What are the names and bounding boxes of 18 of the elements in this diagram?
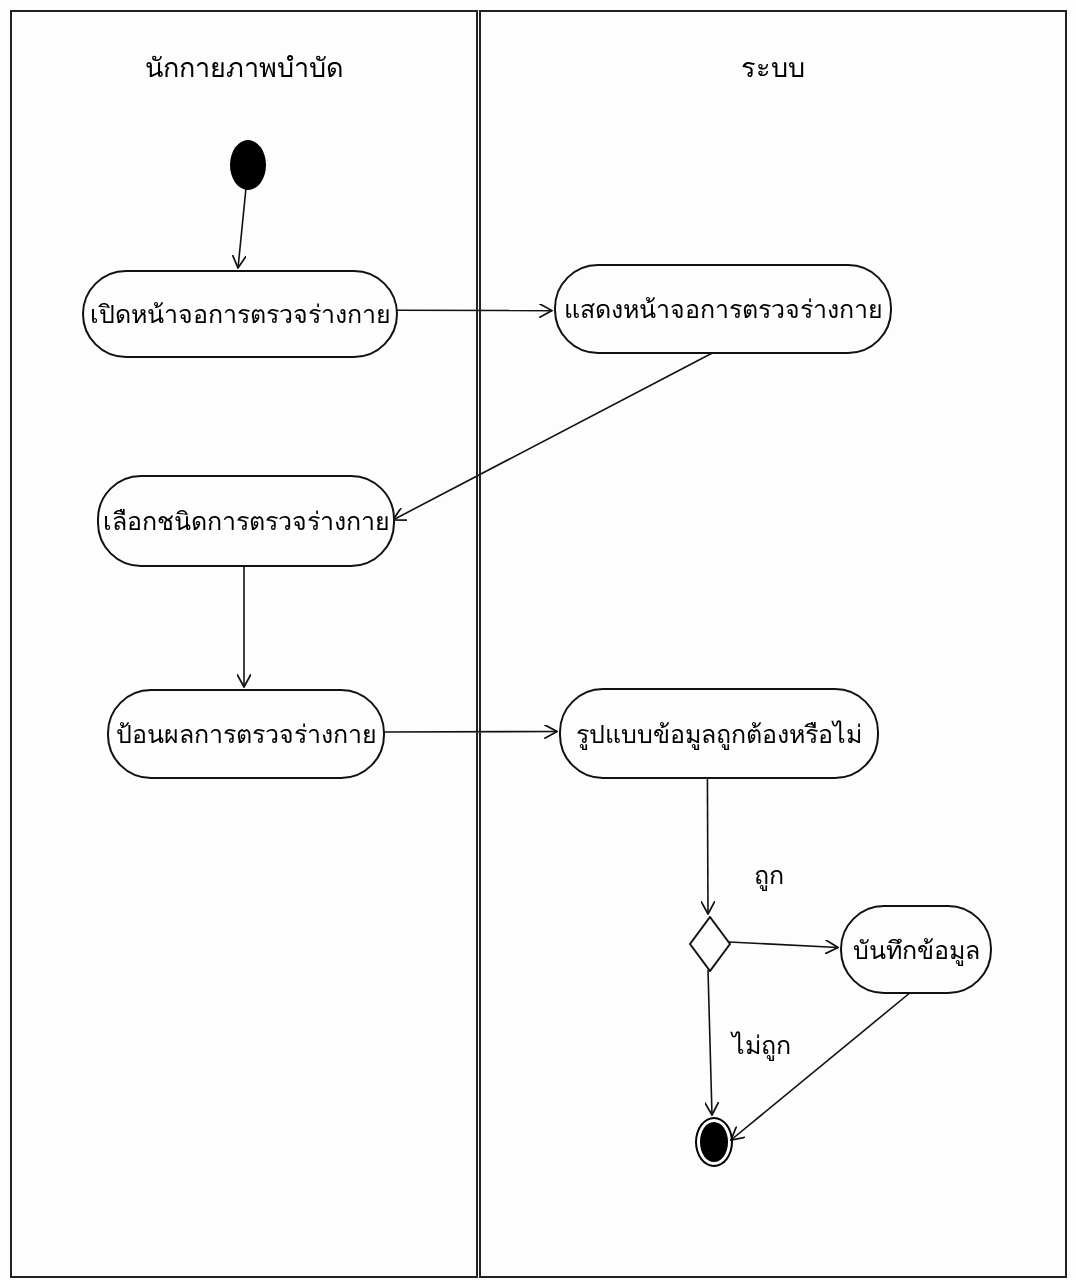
activity-box: เลือกชนิดการตรวจร่างกาย	[97, 475, 395, 567]
lane-heading: นักกายภาพบำบัด	[143, 51, 345, 85]
decision-diamond	[689, 916, 731, 972]
arrow	[236, 564, 252, 688]
arrow	[703, 969, 720, 1116]
end-node	[695, 1117, 733, 1167]
swimlane	[479, 10, 1067, 1278]
activity-box: ป้อนผลการตรวจร่างกาย	[107, 689, 385, 779]
activity-box: รูปแบบข้อมูลถูกต้องหรือไม่	[559, 688, 879, 779]
activity-box: แสดงหน้าจอการตรวจร่างกาย	[554, 264, 892, 354]
swimlane	[10, 10, 478, 1278]
arrow	[728, 939, 839, 955]
arrow	[700, 776, 716, 915]
activity-box: เปิดหน้าจอการตรวจร่างกาย	[82, 270, 398, 358]
activity-box: บันทึกข้อมูล	[840, 905, 992, 994]
start-node	[230, 140, 266, 190]
lane-heading: ระบบ	[740, 51, 806, 85]
arrow	[231, 187, 248, 269]
